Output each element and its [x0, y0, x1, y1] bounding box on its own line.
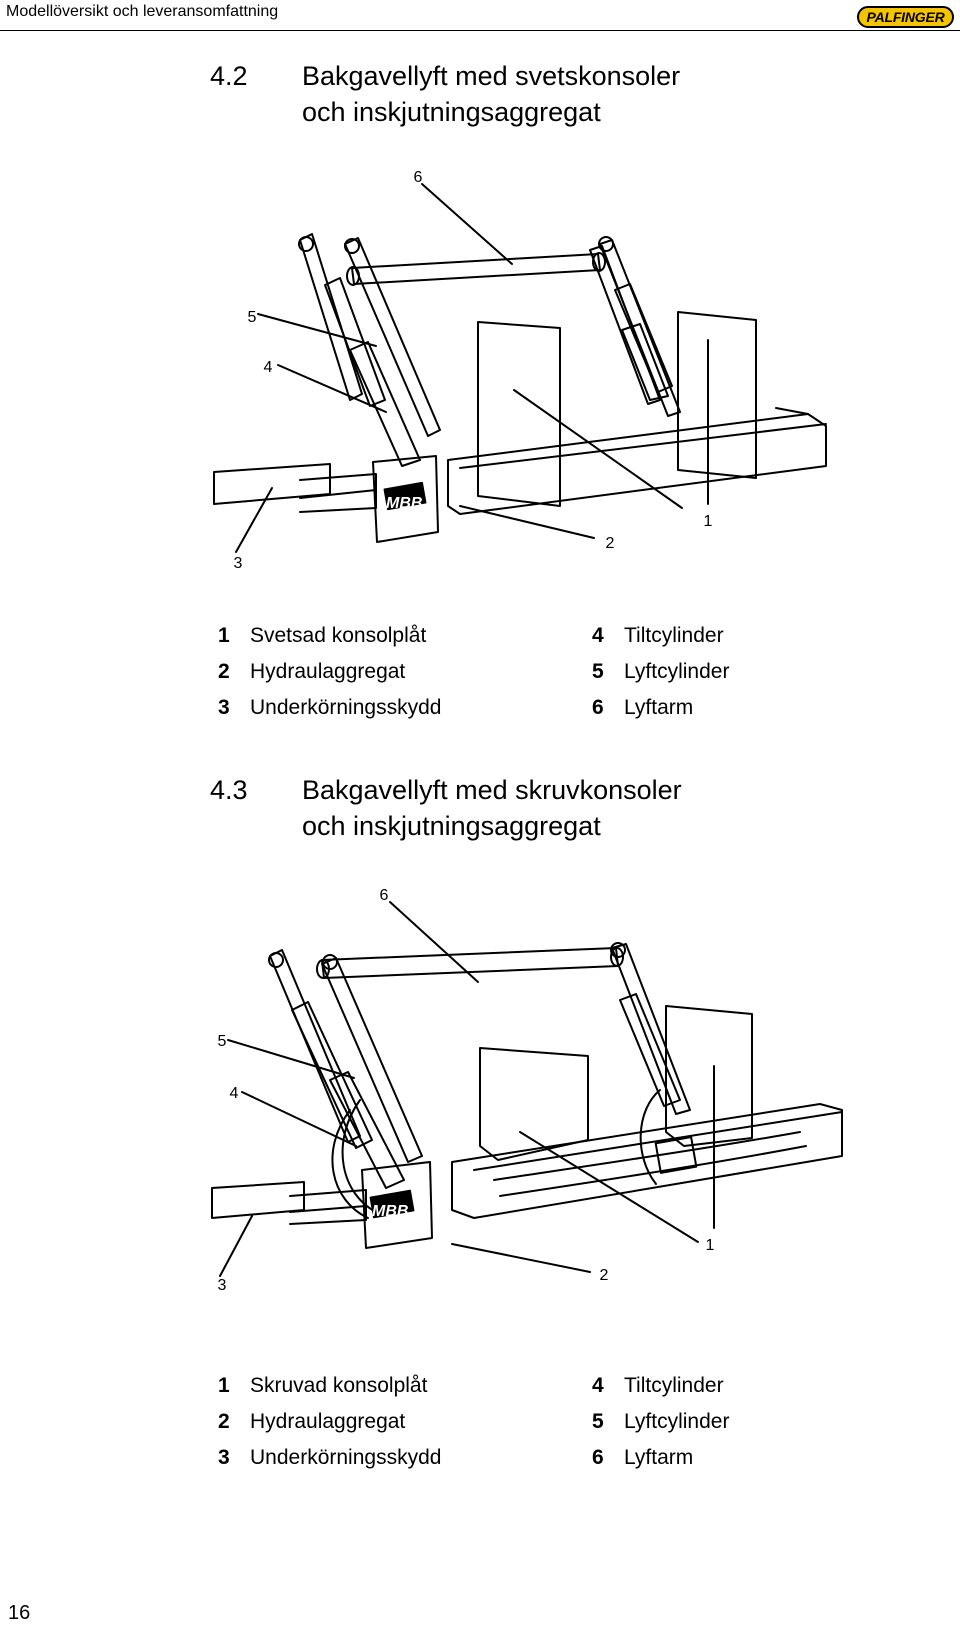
- left-lift-arm: [299, 233, 363, 401]
- section-title-line1: Bakgavellyft med skruvkonsoler: [302, 775, 682, 805]
- callout-6: 6: [380, 887, 389, 904]
- lift-arm-crossbar: [351, 253, 601, 285]
- callout-1: 1: [706, 1237, 715, 1254]
- right-lift-arm: [611, 943, 691, 1115]
- page-header: Modellöversikt och leveransomfattning PA…: [0, 0, 960, 32]
- callout-2: 2: [600, 1267, 609, 1284]
- header-title: Modellöversikt och leveransomfattning: [6, 3, 279, 20]
- left-tilt-cylinder: [349, 341, 421, 467]
- section-title-line1: Bakgavellyft med svetskonsoler: [302, 61, 681, 91]
- section-title-line2: och inskjutningsaggregat: [302, 811, 601, 841]
- page-number: 16: [8, 1602, 31, 1624]
- brand-plate: MBB: [372, 1203, 408, 1220]
- header-divider: [0, 30, 960, 31]
- hydraulic-unit: [372, 455, 439, 543]
- callout-1: 1: [704, 513, 713, 530]
- weld-bracket-plate-left: [477, 321, 561, 507]
- palfinger-logo: PALFINGER: [857, 6, 954, 28]
- callout-4: 4: [264, 359, 273, 376]
- brand-plate: MBB: [386, 495, 422, 512]
- figure-tail-lift-welded: 6 5 4 3 2 1 MBB: [213, 169, 827, 572]
- figure-tail-lift-bolted: 6 5 4 3 2 1 MBB: [211, 887, 843, 1294]
- section-title-line2: och inskjutningsaggregat: [302, 97, 601, 127]
- callout-5: 5: [248, 309, 257, 326]
- left-lift-cylinder: [324, 277, 386, 407]
- hydraulic-unit: [361, 1161, 433, 1249]
- right-lift-arm: [599, 239, 681, 417]
- left-lift-cylinder: [291, 1001, 373, 1149]
- callout-6: 6: [414, 169, 423, 186]
- bolt-bracket-plate-left: [479, 1047, 589, 1161]
- underrun-bar: [213, 463, 331, 505]
- logo-text: PALFINGER: [866, 9, 945, 25]
- section-heading-4-3: 4.3 Bakgavellyft med skruvkonsoler och i…: [210, 772, 770, 848]
- callout-2: 2: [606, 535, 615, 552]
- section-heading-4-2: 4.2 Bakgavellyft med svetskonsoler och i…: [210, 58, 770, 134]
- section-number: 4.2: [210, 61, 248, 91]
- callout-4: 4: [230, 1085, 239, 1102]
- callout-3: 3: [234, 555, 243, 572]
- section-number: 4.3: [210, 775, 248, 805]
- weld-bracket-plate-right: [677, 311, 757, 479]
- callout-5: 5: [218, 1033, 227, 1050]
- bolt-bracket-plate-right: [665, 1005, 753, 1147]
- main-beam: [451, 1103, 843, 1219]
- callout-3: 3: [218, 1277, 227, 1294]
